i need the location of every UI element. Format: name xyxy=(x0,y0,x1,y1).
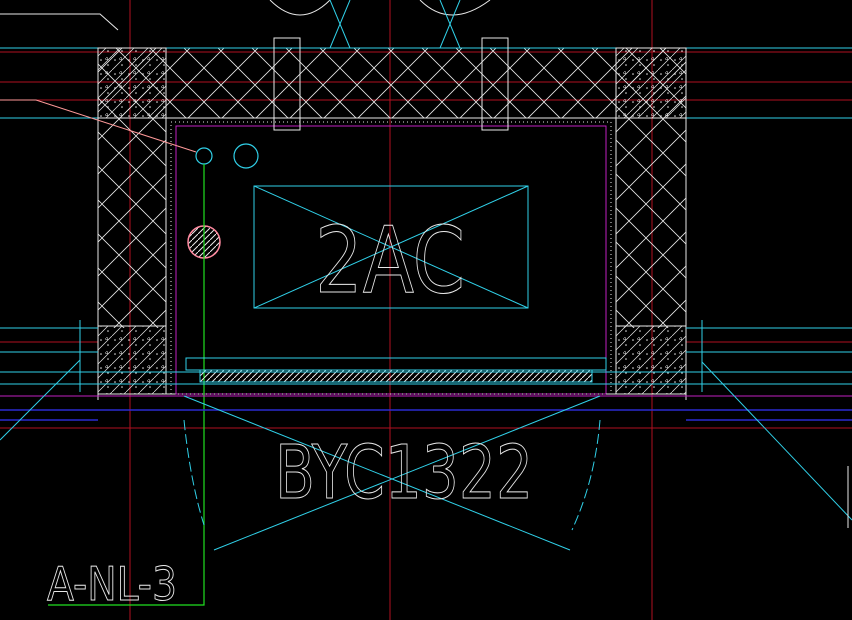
window-tag-label: BYC1322 xyxy=(275,430,533,516)
room-outline xyxy=(165,117,617,395)
window-swing xyxy=(0,359,852,551)
window-frame xyxy=(0,320,852,421)
pipe-tag-label: A-NL-3 xyxy=(47,557,177,611)
wall-right xyxy=(615,47,687,400)
top-fixtures xyxy=(269,0,509,131)
ac-unit: 2AC xyxy=(253,185,529,315)
pipes xyxy=(0,13,259,606)
unit-tag-label: 2AC xyxy=(315,207,465,314)
wall-left xyxy=(97,47,167,400)
